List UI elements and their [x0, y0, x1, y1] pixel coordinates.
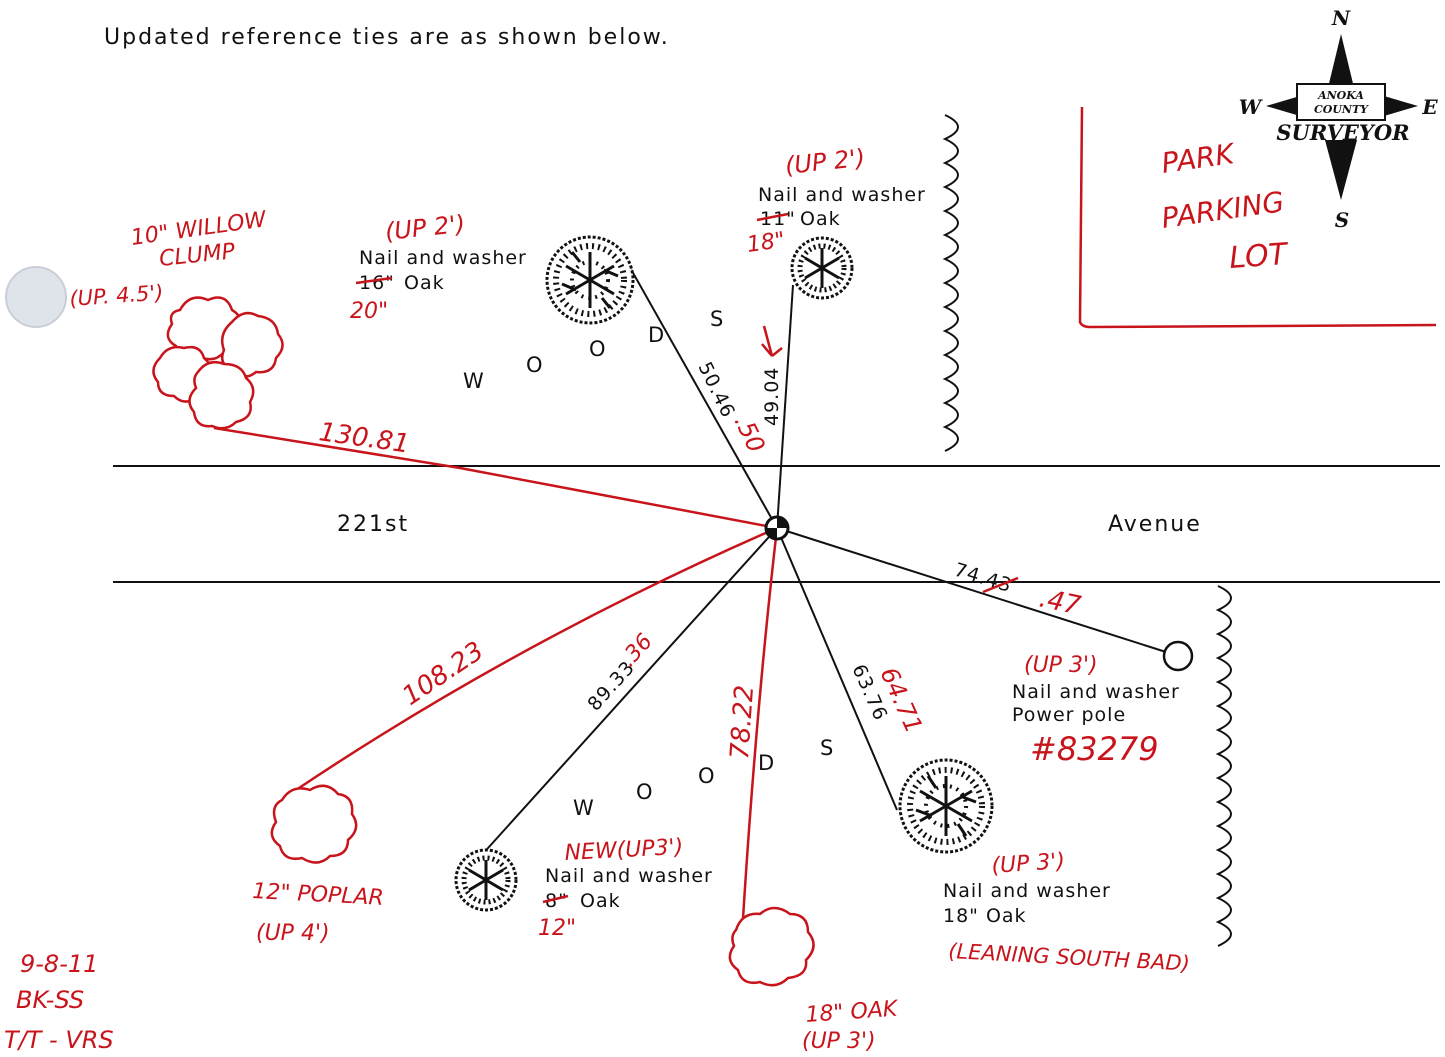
- tie-line-nw-oak: [627, 263, 778, 529]
- sw-oak-new-up: NEW(UP3'): [564, 835, 684, 866]
- sw-oak-line1: Nail and washer: [545, 865, 713, 887]
- compass-east-arrow: [1384, 96, 1418, 116]
- poplar-line1: 12" POPLAR: [252, 879, 385, 911]
- poplar-dist: 108.23: [397, 636, 489, 712]
- n-oak-new-size: 18": [745, 228, 786, 258]
- woods-north-s: S: [710, 307, 723, 331]
- n-oak-old-size-strike: [756, 212, 789, 222]
- oak-tree-icon: [545, 235, 635, 325]
- sw-oak-species: Oak: [580, 890, 621, 912]
- woods-north-w: W: [463, 369, 484, 393]
- nw-oak-old-dist: 50.46: [694, 359, 740, 422]
- parking-lot-outline: [1078, 106, 1437, 329]
- power-pole-line1: Nail and washer: [1012, 681, 1180, 703]
- nw-oak-line1: Nail and washer: [359, 247, 527, 269]
- oak-tree-icon: [790, 236, 854, 300]
- tie-line-s-oak: [740, 527, 779, 936]
- park-label: PARK: [1159, 137, 1238, 180]
- road-name-left: 221st: [337, 512, 409, 537]
- nw-oak-species: Oak: [404, 272, 445, 294]
- sw-oak-old-size-strike: [542, 894, 569, 904]
- n-oak-species: Oak: [800, 208, 841, 230]
- power-pole-up-note: (UP 3'): [1024, 653, 1098, 678]
- power-pole-old-dist-strike: [982, 576, 1019, 594]
- woods-north-d: D: [648, 323, 664, 347]
- compass-s-label: S: [1335, 208, 1349, 232]
- willow-up-note: (UP. 4.5'): [69, 280, 165, 311]
- road-name-right: Avenue: [1108, 512, 1202, 537]
- compass-w-label: W: [1239, 95, 1264, 119]
- nw-oak-up-note: (UP 2'): [384, 210, 467, 246]
- signoff-crew: BK-SS: [16, 986, 84, 1014]
- power-pole-new-dist: .47: [1037, 584, 1084, 622]
- sw-oak-new-size: 12": [538, 916, 576, 941]
- check-mark-icon: [761, 325, 783, 357]
- monument-quadrant-icon: [766, 517, 788, 539]
- s-oak-tree-icon: [728, 906, 815, 987]
- woods-north-o1: O: [526, 353, 543, 377]
- tie-line-sw-oak: [469, 527, 778, 869]
- compass-rose: ANOKA COUNTY SURVEYOR N S W E: [1239, 6, 1439, 232]
- woods-north-o2: O: [589, 337, 606, 361]
- oak-tree-icon: [898, 758, 994, 854]
- s-oak-dist: 78.22: [725, 684, 760, 760]
- n-oak-dist: 49.04: [761, 367, 783, 426]
- woods-south-s: S: [820, 736, 833, 760]
- nw-oak-new-size: 20": [350, 299, 388, 324]
- nw-oak-old-size-strike: [355, 276, 393, 285]
- woods-south-d: D: [758, 751, 774, 775]
- s-oak-up-note: (UP 3'): [802, 1029, 876, 1054]
- tie-line-power-pole: [776, 527, 1167, 653]
- lot-label: LOT: [1228, 237, 1291, 276]
- tie-line-se-oak: [776, 527, 898, 811]
- power-pole-line2: Power pole: [1012, 704, 1126, 726]
- compass-badge-line2: COUNTY: [1314, 103, 1369, 116]
- se-oak-line2: 18" Oak: [943, 905, 1027, 927]
- compass-west-arrow: [1266, 96, 1300, 116]
- woods-edge-north: [942, 114, 959, 452]
- se-oak-line1: Nail and washer: [943, 880, 1111, 902]
- woods-south-o1: O: [636, 780, 653, 804]
- nw-oak-old-size: 16": [359, 272, 395, 294]
- compass-badge-line3: SURVEYOR: [1276, 120, 1409, 145]
- woods-edge-south: [1215, 585, 1232, 947]
- signoff-initials: T/T - VRS: [4, 1026, 114, 1054]
- compass-e-label: E: [1421, 95, 1438, 119]
- n-oak-up-note: (UP 2'): [784, 144, 867, 180]
- woods-south-w: W: [573, 796, 594, 820]
- tie-line-willow: [213, 426, 778, 530]
- sw-oak-old-size: 8": [545, 890, 568, 912]
- header-text: Updated reference ties are as shown belo…: [104, 25, 670, 50]
- willow-dist: 130.81: [317, 417, 411, 459]
- punch-hole: [5, 266, 67, 328]
- woods-south-o2: O: [698, 764, 715, 788]
- poplar-tree-icon: [270, 784, 358, 864]
- se-oak-up-note: (UP 3'): [991, 849, 1066, 879]
- compass-badge-line1: ANOKA: [1317, 89, 1364, 102]
- power-pole-number: #83279: [1030, 730, 1159, 768]
- compass-n-label: N: [1331, 6, 1351, 30]
- poplar-up-note: (UP 4'): [256, 921, 330, 946]
- parking-label: PARKING: [1159, 185, 1286, 235]
- power-pole-icon: [1162, 640, 1194, 672]
- tie-line-n-oak: [776, 284, 794, 529]
- se-oak-note: (LEANING SOUTH BAD): [948, 939, 1191, 976]
- compass-south-arrow: [1325, 140, 1357, 200]
- tie-line-poplar: [295, 526, 778, 792]
- s-oak-line1: 18" OAK: [805, 997, 900, 1028]
- n-oak-line1: Nail and washer: [758, 184, 926, 206]
- compass-badge: [1296, 83, 1386, 121]
- oak-tree-icon: [454, 848, 518, 912]
- willow-clump-icon: [152, 296, 284, 430]
- signoff-date: 9-8-11: [20, 950, 98, 978]
